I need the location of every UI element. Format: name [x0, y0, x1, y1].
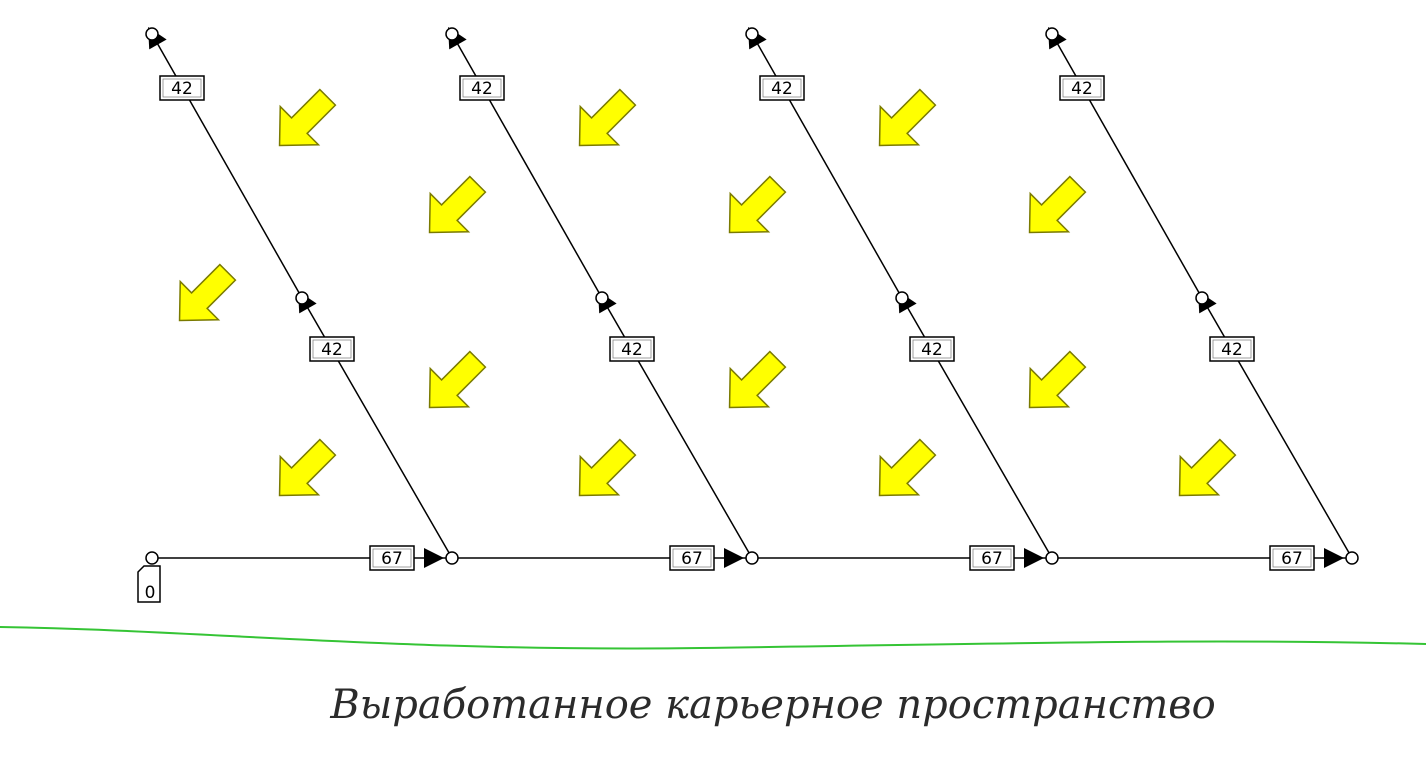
pit-boundary-line: [0, 626, 1426, 650]
svg-text:42: 42: [1221, 340, 1243, 360]
yellow-arrow-icon: [878, 88, 937, 147]
circle-node-icon: [895, 291, 909, 305]
slant-edge-line: [451, 33, 603, 299]
yellow-arrow-icon: [1028, 175, 1087, 234]
svg-text:42: 42: [621, 340, 643, 360]
start-node-label: 0: [137, 565, 161, 603]
black-triangle-arrow-icon: [1024, 548, 1044, 568]
yellow-arrow-icon: [278, 438, 337, 497]
circle-node-icon: [445, 551, 459, 565]
svg-text:67: 67: [1281, 549, 1303, 569]
circle-node-icon: [1195, 291, 1209, 305]
bottom-edge-label: 67: [1269, 545, 1315, 571]
yellow-arrow-icon: [578, 88, 637, 147]
caption: Выработанное карьерное пространство: [330, 682, 1216, 728]
bottom-edge-label: 67: [369, 545, 415, 571]
circle-node-icon: [145, 27, 159, 41]
circle-node-icon: [745, 27, 759, 41]
yellow-arrow-icon: [428, 175, 487, 234]
svg-text:42: 42: [171, 79, 193, 99]
slant-edge-line: [151, 33, 303, 299]
svg-text:67: 67: [981, 549, 1003, 569]
circle-node-icon: [295, 291, 309, 305]
slant-edge-label: 42: [1209, 336, 1255, 362]
svg-text:67: 67: [381, 549, 403, 569]
slant-edge-line: [751, 33, 903, 299]
yellow-arrow-icon: [278, 88, 337, 147]
svg-text:42: 42: [1071, 79, 1093, 99]
yellow-arrow-icon: [428, 350, 487, 409]
slant-edge-label: 42: [909, 336, 955, 362]
slant-edge-line: [1051, 33, 1203, 299]
slant-edge-label: 42: [759, 75, 805, 101]
slant-edge-label: 42: [309, 336, 355, 362]
circle-node-icon: [145, 551, 159, 565]
black-triangle-arrow-icon: [724, 548, 744, 568]
svg-text:67: 67: [681, 549, 703, 569]
bottom-edge-label: 67: [669, 545, 715, 571]
circle-node-icon: [1045, 27, 1059, 41]
yellow-arrow-icon: [1178, 438, 1237, 497]
slant-edge-label: 42: [609, 336, 655, 362]
yellow-arrow-icon: [1028, 350, 1087, 409]
circle-node-icon: [1345, 551, 1359, 565]
svg-text:42: 42: [471, 79, 493, 99]
circle-node-icon: [1045, 551, 1059, 565]
black-triangle-arrow-icon: [424, 548, 444, 568]
slant-edge-label: 42: [459, 75, 505, 101]
circle-node-icon: [445, 27, 459, 41]
yellow-arrow-icon: [728, 350, 787, 409]
svg-text:0: 0: [145, 583, 156, 603]
yellow-arrow-icon: [878, 438, 937, 497]
circle-node-icon: [745, 551, 759, 565]
yellow-arrow-icon: [578, 438, 637, 497]
svg-text:42: 42: [771, 79, 793, 99]
bottom-edge-label: 67: [969, 545, 1015, 571]
slant-edge-label: 42: [159, 75, 205, 101]
yellow-arrow-icon: [178, 263, 237, 322]
svg-text:42: 42: [921, 340, 943, 360]
slant-edge-label: 42: [1059, 75, 1105, 101]
svg-text:42: 42: [321, 340, 343, 360]
circle-node-icon: [595, 291, 609, 305]
yellow-arrow-icon: [728, 175, 787, 234]
black-triangle-arrow-icon: [1324, 548, 1344, 568]
